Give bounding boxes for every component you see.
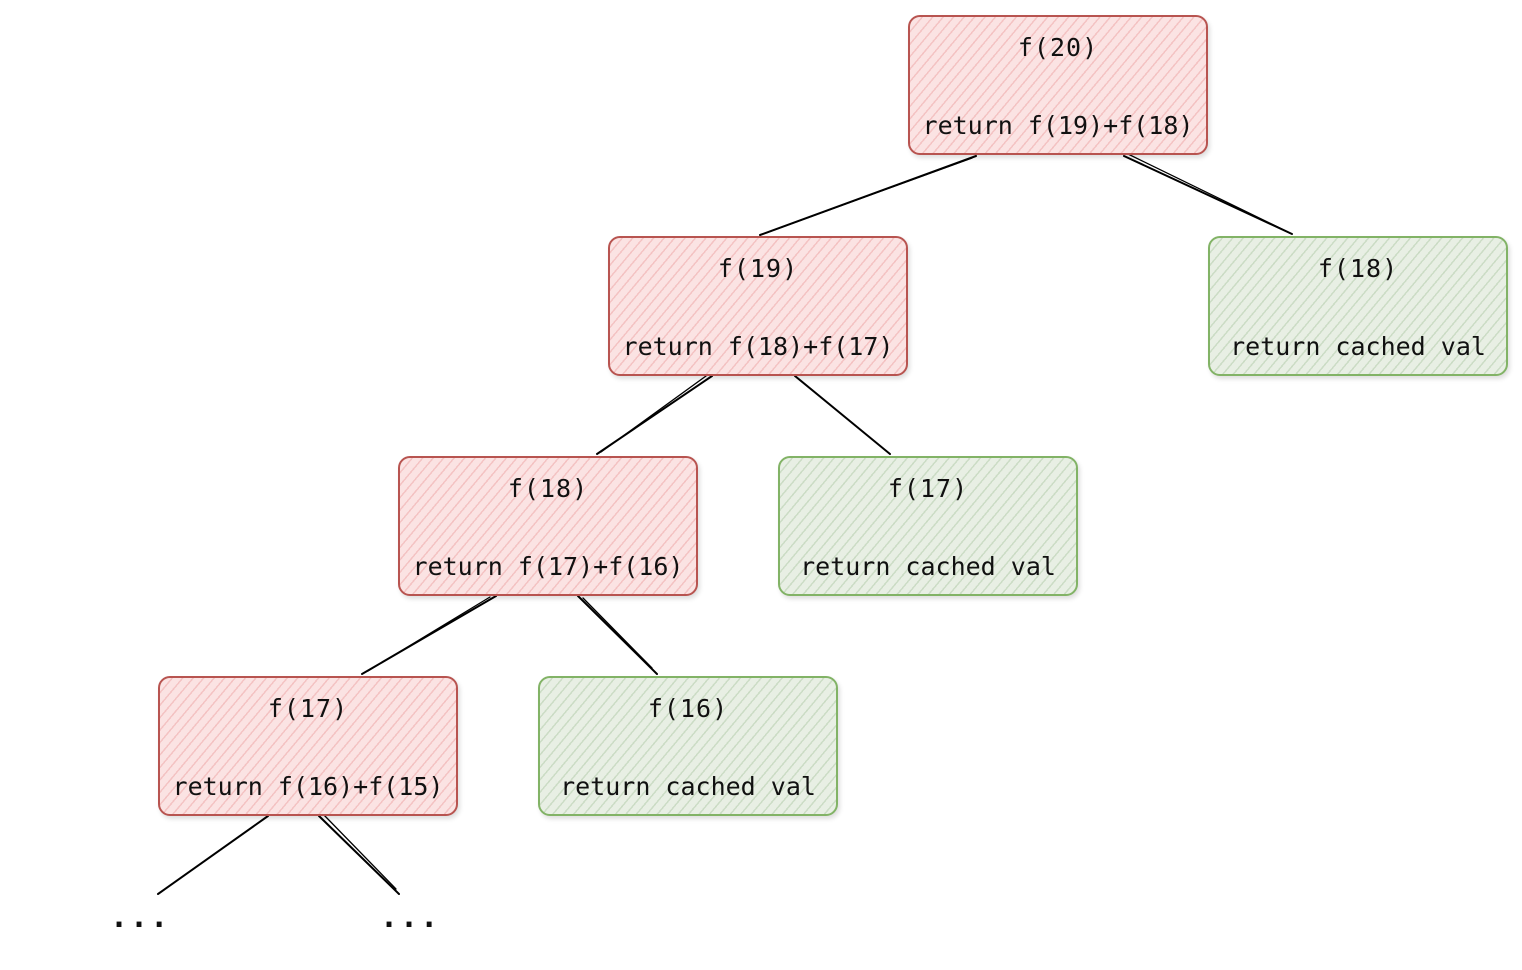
edge-f17-right: [318, 815, 400, 895]
edge-f18-f17-sketch: [367, 596, 491, 672]
edge-f20-f19-sketch: [765, 157, 973, 234]
node-f17-cached: f(17) return cached val: [778, 456, 1078, 596]
node-f18-cached: f(18) return cached val: [1208, 236, 1508, 376]
node-f19: f(19) return f(18)+f(17): [608, 236, 908, 376]
node-title: f(20): [1017, 33, 1099, 62]
edge-f17-left: [157, 815, 269, 895]
node-title: f(16): [647, 694, 729, 723]
node-title: f(17): [887, 474, 969, 503]
node-title: f(19): [717, 254, 799, 283]
node-body: return f(17)+f(16): [412, 552, 684, 581]
node-f16-cached: f(16) return cached val: [538, 676, 838, 816]
node-body: return cached val: [560, 772, 816, 801]
node-title: f(18): [1317, 254, 1399, 283]
ellipsis-right: ...: [380, 900, 441, 935]
node-body: return f(16)+f(15): [172, 772, 444, 801]
edge-f18-f16: [577, 595, 658, 675]
node-f20: f(20) return f(19)+f(18): [908, 15, 1208, 155]
edge-f20-f18-sketch: [1127, 153, 1289, 233]
node-body: return f(18)+f(17): [622, 332, 894, 361]
edge-f17-right-sketch: [322, 813, 397, 890]
edge-f19-f17: [794, 375, 891, 455]
node-title: f(17): [267, 694, 349, 723]
node-title: f(18): [507, 474, 589, 503]
edge-f18-f16-sketch: [582, 597, 653, 669]
node-body: return cached val: [1230, 332, 1486, 361]
node-f18: f(18) return f(17)+f(16): [398, 456, 698, 596]
edge-f19-f18-sketch: [600, 375, 707, 453]
node-body: return cached val: [800, 552, 1056, 581]
ellipsis-left: ...: [110, 900, 171, 935]
node-body: return f(19)+f(18): [922, 111, 1194, 140]
node-f17: f(17) return f(16)+f(15): [158, 676, 458, 816]
